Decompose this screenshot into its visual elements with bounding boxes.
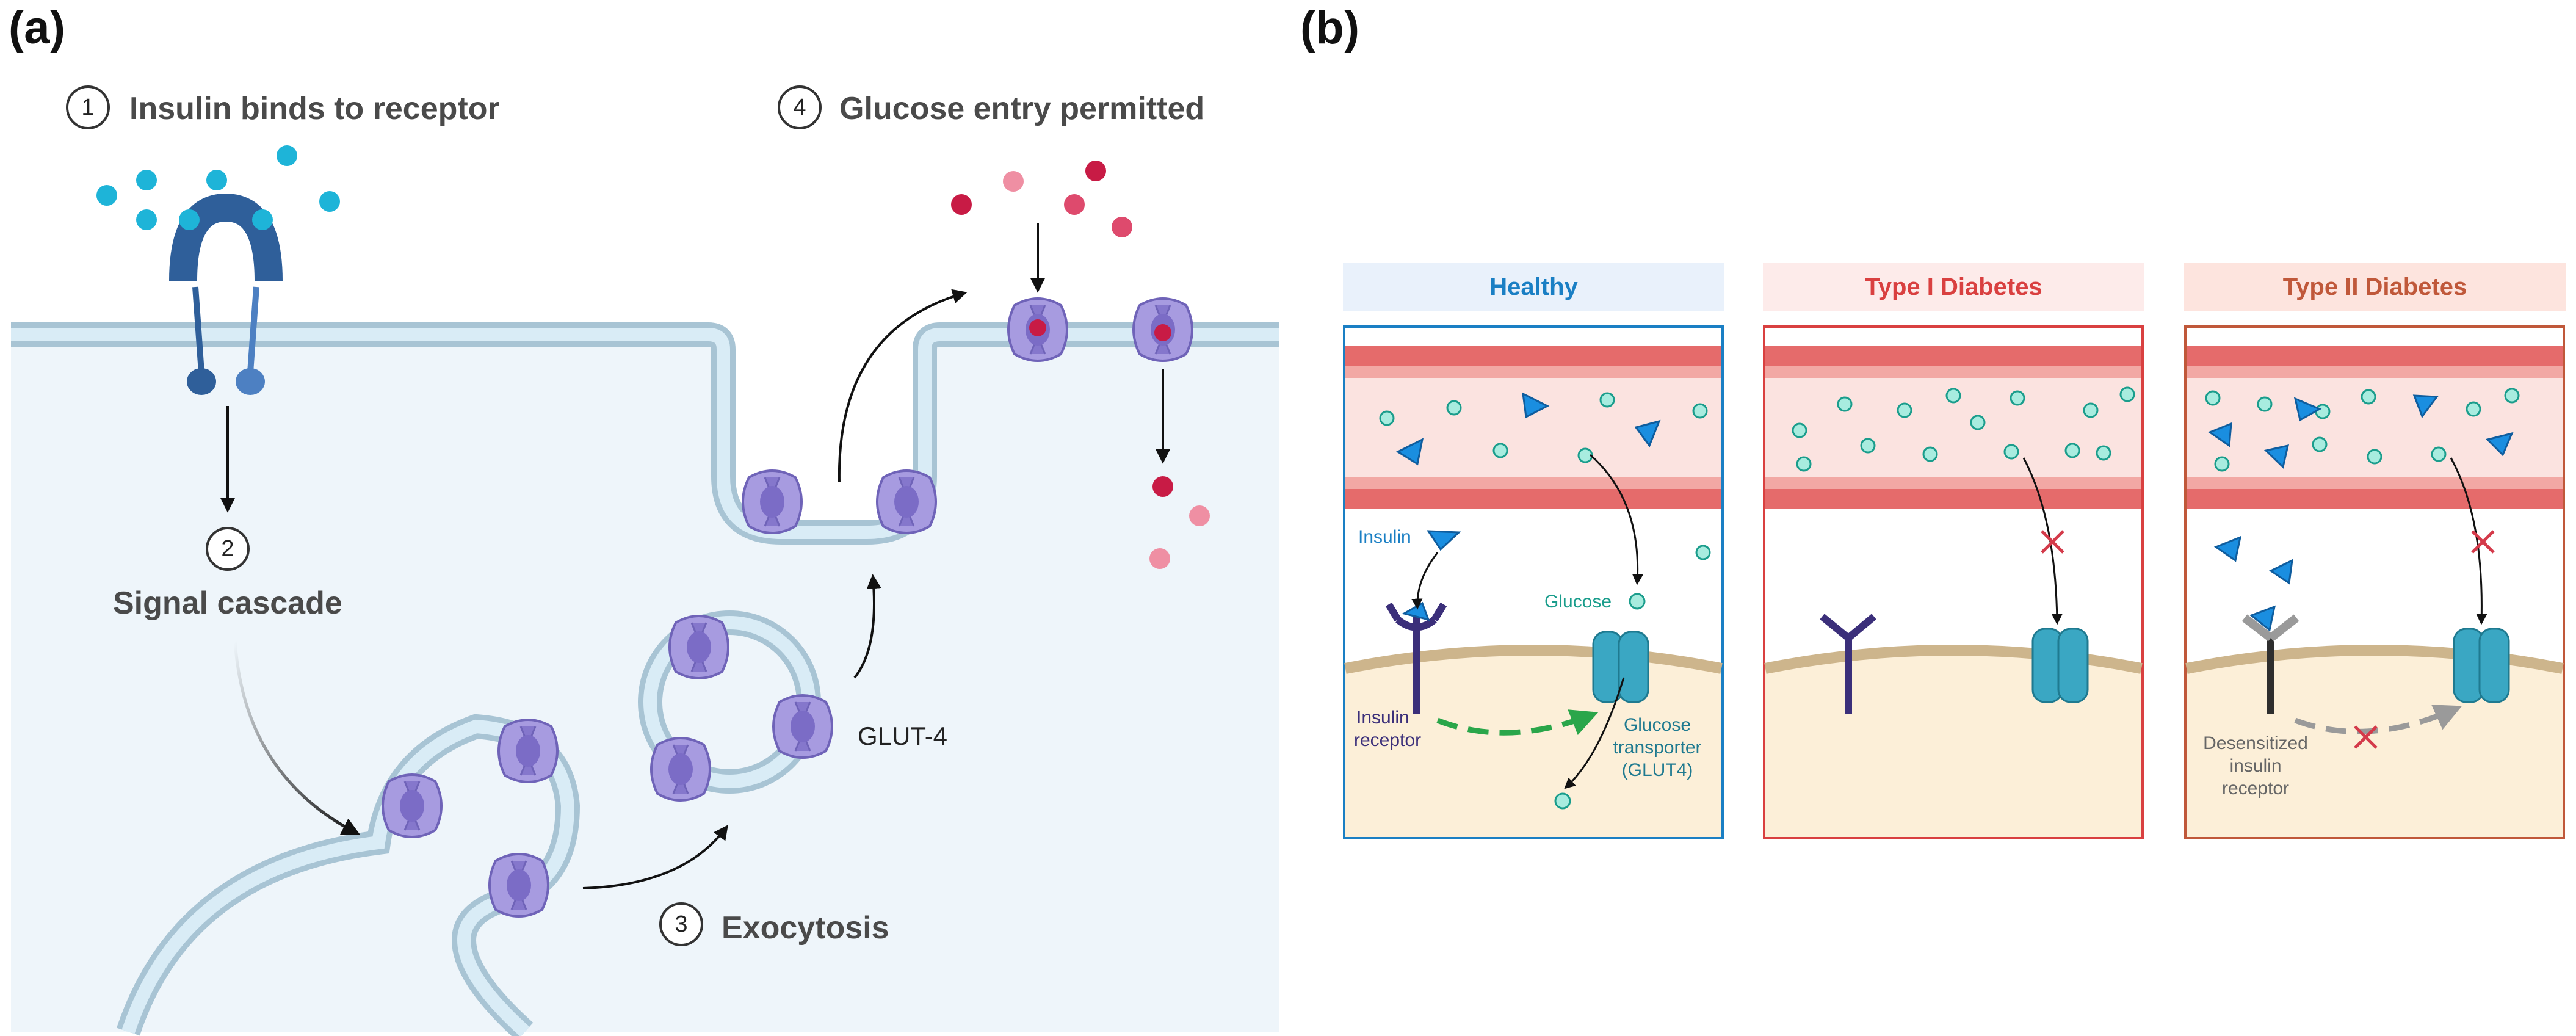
healthy-glucose-arrow xyxy=(1590,454,1643,585)
desensitized-label-3: receptor xyxy=(2221,778,2290,799)
glut4-large-3 xyxy=(488,853,549,918)
insulin-label: Insulin xyxy=(1358,527,1411,547)
arrow-to-round-vesicle xyxy=(582,825,728,889)
glut4-vesicle-1 xyxy=(668,615,729,679)
insulin-receptor-a xyxy=(169,193,283,395)
panel-b-label: (b) xyxy=(1300,2,1360,54)
healthy-signal-arrow xyxy=(1436,709,1599,736)
glut4-vesicle-3 xyxy=(772,694,833,759)
insulin-triangles xyxy=(1395,392,2514,585)
glut4-large-1 xyxy=(382,773,443,838)
block-x-marks xyxy=(2041,530,2495,749)
type2-receptor xyxy=(2241,605,2299,714)
glut4-membrane-2 xyxy=(876,469,937,534)
insulin-receptor-label-1: Insulin xyxy=(1356,708,1409,728)
step-2-number: 2 xyxy=(206,527,250,571)
header-type1: Type I Diabetes xyxy=(1865,273,2042,300)
type1-panel xyxy=(1763,263,2144,839)
glucose-label-dot xyxy=(1629,593,1646,610)
arrow-up-from-vesicle xyxy=(853,574,881,679)
type1-transporter xyxy=(2031,628,2089,703)
header-healthy: Healthy xyxy=(1489,273,1578,300)
transporter-label-3: (GLUT4) xyxy=(1621,760,1693,780)
vessel-glucose xyxy=(1379,386,2520,560)
glut4-vesicle-2 xyxy=(650,737,711,802)
arrow-up-to-membrane xyxy=(838,289,968,483)
header-type2: Type II Diabetes xyxy=(2282,273,2467,300)
step-2-title: Signal cascade xyxy=(113,585,342,621)
step-4-title: Glucose entry permitted xyxy=(839,91,1205,126)
healthy-insulin-arrow xyxy=(1411,552,1439,610)
desensitized-label-2: insulin xyxy=(2229,756,2282,776)
type2-transporter xyxy=(2453,628,2510,703)
glut4-membrane-1 xyxy=(742,469,803,534)
transporter-label-2: transporter xyxy=(1613,737,1702,758)
step-4-number: 4 xyxy=(778,85,822,129)
glucose-inside-dot xyxy=(1554,792,1571,810)
healthy-glucose-in-arrow xyxy=(1564,677,1625,789)
glut4-label: GLUT-4 xyxy=(858,722,948,750)
desensitized-label-1: Desensitized xyxy=(2203,733,2308,753)
panel-a-label: (a) xyxy=(9,2,65,54)
arrow-cascade-to-vesicle xyxy=(233,640,361,835)
healthy-transporter xyxy=(1592,631,1649,703)
glucose-dots xyxy=(951,161,1210,569)
step-1-number: 1 xyxy=(66,85,110,129)
step-3-title: Exocytosis xyxy=(722,910,889,946)
glut4-large-2 xyxy=(497,719,559,783)
type1-blocked-arrow xyxy=(2022,457,2063,625)
insulin-dots xyxy=(96,145,340,230)
transporter-label-1: Glucose xyxy=(1623,715,1691,735)
type2-blocked-arrow xyxy=(2450,457,2487,625)
insulin-receptor-label-2: receptor xyxy=(1354,730,1422,750)
step-3-number: 3 xyxy=(659,902,703,946)
step-1-title: Insulin binds to receptor xyxy=(129,91,500,126)
glucose-label: Glucose xyxy=(1544,592,1612,612)
type1-receptor xyxy=(1820,614,1876,714)
